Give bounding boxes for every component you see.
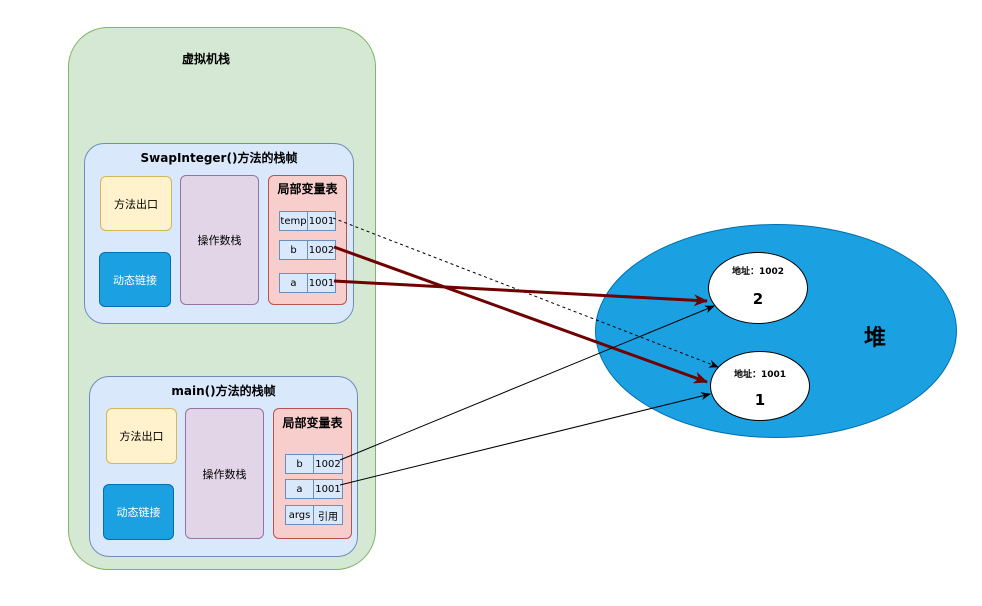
heap-object-address: 地址：1001: [733, 370, 787, 380]
local-var-row-a: a 1001: [279, 273, 336, 293]
heap-label: 堆: [863, 326, 886, 351]
var-value-cell: 1001: [313, 479, 343, 499]
swapinteger-stack-frame: SwapInteger()方法的栈帧 方法出口 动态链接 操作数栈 局部变量表 …: [84, 143, 354, 324]
heap-object-1001: 地址：1001 1: [710, 351, 810, 421]
var-name-cell: args: [285, 505, 314, 525]
frame-title: main()方法的栈帧: [171, 384, 276, 398]
vm-stack: 虚拟机栈 SwapInteger()方法的栈帧 方法出口 动态链接 操作数栈 局…: [68, 27, 376, 570]
heap-object-1002: 地址：1002 2: [708, 252, 808, 324]
local-variable-table-title: 局部变量表: [282, 416, 343, 430]
var-value-cell: 1002: [313, 454, 343, 474]
var-value-cell: 引用: [313, 505, 343, 525]
local-var-row-args: args 引用: [285, 505, 343, 525]
heap-object-value: 1: [754, 391, 766, 409]
dynamic-link-box: 动态链接: [99, 252, 171, 307]
main-stack-frame: main()方法的栈帧 方法出口 动态链接 操作数栈 局部变量表 b 1002 …: [89, 376, 358, 557]
var-name-cell: temp: [279, 211, 308, 231]
local-var-row-b: b 1002: [279, 240, 336, 260]
var-name-cell: b: [279, 240, 308, 260]
var-value-cell: 1001: [307, 273, 336, 293]
var-name-cell: b: [285, 454, 314, 474]
heap-area: 堆 地址：1002 2 地址：1001 1: [595, 224, 957, 438]
var-name-cell: a: [285, 479, 314, 499]
frame-title: SwapInteger()方法的栈帧: [140, 151, 298, 165]
var-name-cell: a: [279, 273, 308, 293]
operand-stack-box: 操作数栈: [180, 175, 259, 305]
return-address-box: 方法出口: [106, 408, 177, 464]
operand-stack-box: 操作数栈: [185, 408, 264, 539]
local-var-row-a: a 1001: [285, 479, 343, 499]
vm-stack-title: 虚拟机栈: [181, 52, 230, 66]
heap-object-value: 2: [752, 290, 764, 308]
local-variable-table: 局部变量表 temp 1001 b 1002 a 1001: [268, 175, 347, 305]
return-address-box: 方法出口: [100, 176, 172, 231]
local-var-row-b: b 1002: [285, 454, 343, 474]
dynamic-link-box: 动态链接: [103, 484, 174, 540]
heap-object-address: 地址：1002: [731, 267, 785, 277]
local-variable-table-title: 局部变量表: [277, 182, 338, 196]
var-value-cell: 1001: [307, 211, 336, 231]
local-var-row-temp: temp 1001: [279, 211, 336, 231]
local-variable-table: 局部变量表 b 1002 a 1001 args 引用: [273, 408, 352, 539]
var-value-cell: 1002: [307, 240, 336, 260]
